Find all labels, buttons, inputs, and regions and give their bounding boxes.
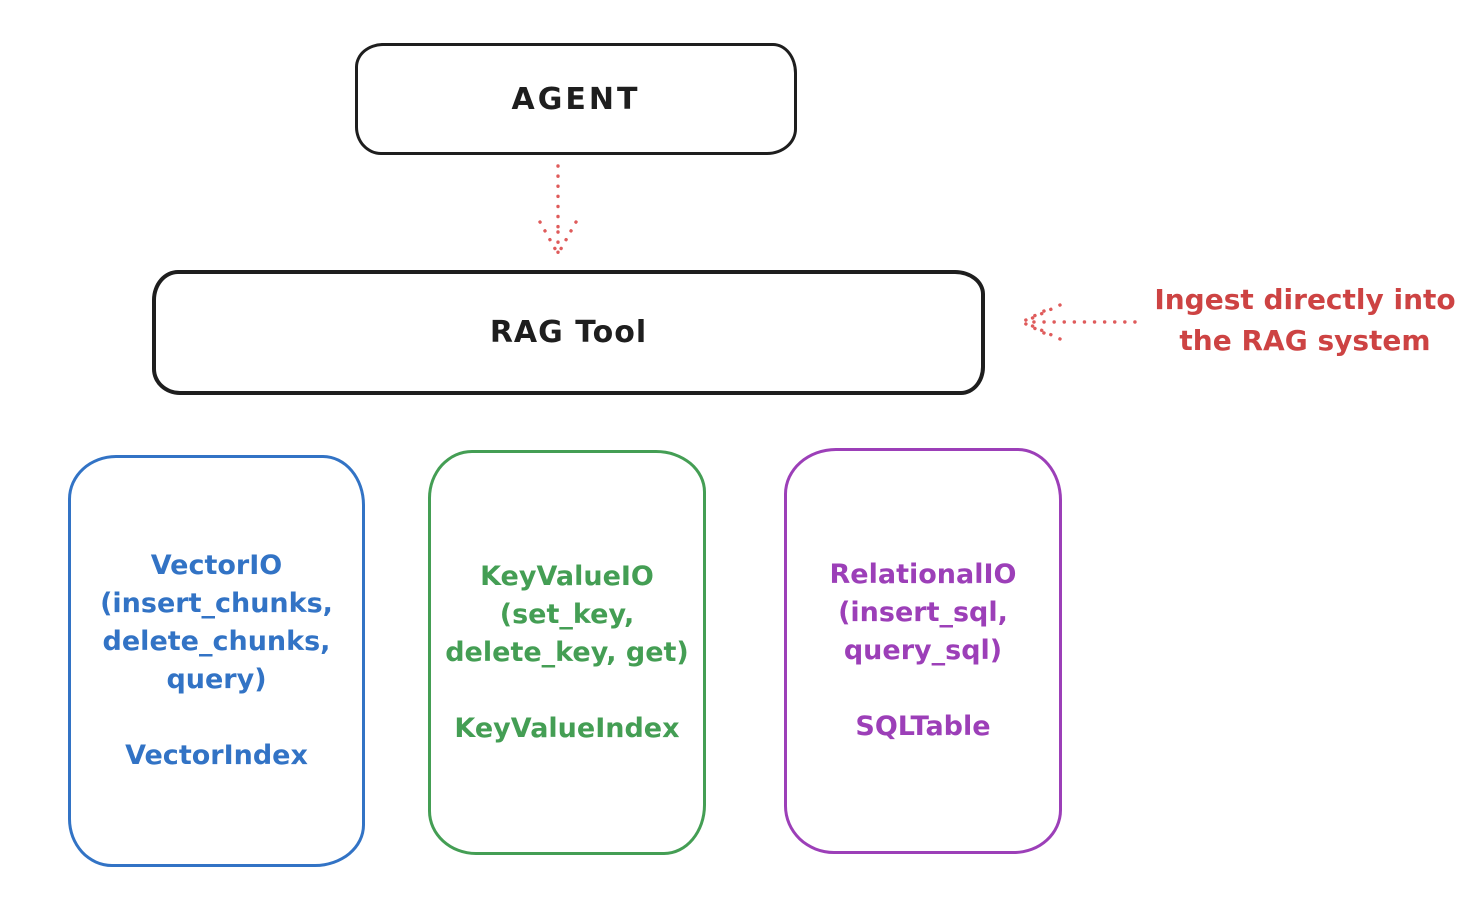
- module-line: VectorIO: [150, 550, 283, 581]
- module-index-label: SQLTable: [855, 711, 991, 742]
- module-text: VectorIO (insert_chunks, delete_chunks, …: [100, 547, 333, 775]
- module-line: query_sql): [843, 635, 1003, 666]
- module-line: KeyValueIO: [480, 560, 654, 592]
- ingest-annotation-line-1: Ingest directly into: [1154, 283, 1456, 316]
- module-line: delete_chunks,: [102, 626, 331, 657]
- spacer: [445, 672, 689, 710]
- module-index-label: VectorIndex: [125, 740, 308, 771]
- module-line: query): [166, 664, 267, 695]
- spacer: [100, 699, 333, 737]
- module-line: (insert_sql,: [838, 597, 1008, 628]
- vector-io-box: VectorIO (insert_chunks, delete_chunks, …: [68, 455, 365, 867]
- agent-box: AGENT: [355, 43, 797, 155]
- agent-label: AGENT: [511, 81, 641, 117]
- ingest-annotation: Ingest directly into the RAG system: [1140, 279, 1470, 361]
- module-line: RelationalIO: [829, 559, 1017, 590]
- rag-tool-box: RAG Tool: [152, 270, 985, 395]
- rag-tool-label: RAG Tool: [489, 315, 648, 350]
- module-line: delete_key, get): [445, 636, 689, 668]
- module-text: KeyValueIO (set_key, delete_key, get) Ke…: [445, 558, 689, 748]
- spacer: [830, 670, 1017, 708]
- relational-io-box: RelationalIO (insert_sql, query_sql) SQL…: [784, 448, 1062, 854]
- module-text: RelationalIO (insert_sql, query_sql) SQL…: [830, 556, 1017, 746]
- key-value-io-box: KeyValueIO (set_key, delete_key, get) Ke…: [428, 450, 706, 855]
- module-line: (set_key,: [499, 598, 635, 630]
- agent-to-ragtool-dotted-arrow-icon: [538, 164, 578, 256]
- ingest-annotation-line-2: the RAG system: [1179, 324, 1431, 357]
- module-line: (insert_chunks,: [100, 588, 333, 619]
- module-index-label: KeyValueIndex: [454, 712, 680, 744]
- ingest-dotted-arrow-icon: [1020, 303, 1137, 341]
